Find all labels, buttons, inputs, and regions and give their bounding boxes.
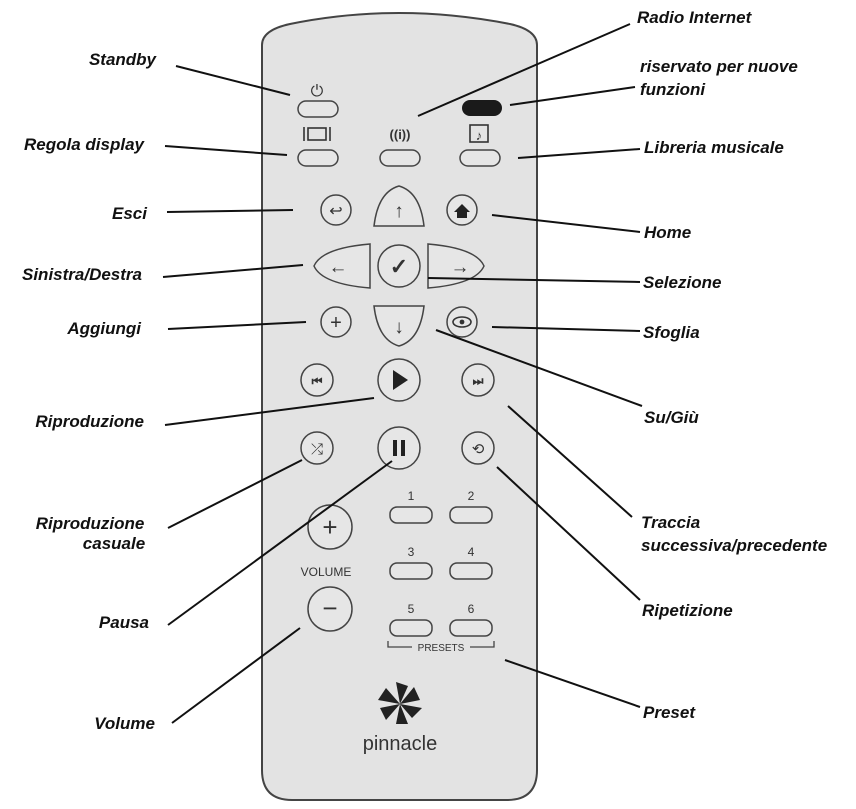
internet-radio-button[interactable]: ((i)) bbox=[379, 127, 421, 167]
add-button[interactable]: + bbox=[320, 306, 352, 338]
shuffle-button[interactable]: ⤮ bbox=[300, 431, 334, 465]
display-icon bbox=[303, 127, 331, 141]
label-riservato: riservato per nuove funzioni bbox=[640, 57, 798, 100]
plus-icon: + bbox=[322, 512, 337, 542]
callout-lines bbox=[162, 23, 643, 724]
reserved-button[interactable] bbox=[462, 100, 502, 116]
label-riproduzione: Riproduzione bbox=[35, 412, 144, 431]
home-button[interactable] bbox=[446, 194, 478, 226]
label-riproduzione-casuale-line2: casuale bbox=[82, 534, 146, 553]
right-button[interactable]: → bbox=[427, 243, 485, 289]
pause-button[interactable] bbox=[377, 426, 421, 470]
back-arrow-icon: ↩ bbox=[329, 203, 342, 220]
internet-radio-icon: ((i)) bbox=[390, 127, 411, 142]
plus-icon: + bbox=[330, 312, 342, 334]
label-riproduzione-casuale: Riproduzione casuale bbox=[20, 514, 160, 554]
preset-button-6[interactable]: 6 bbox=[449, 602, 493, 637]
music-library-button[interactable]: ♪ bbox=[459, 124, 501, 167]
volume-text: VOLUME bbox=[301, 565, 352, 579]
repeat-button[interactable]: ⟲ bbox=[461, 431, 495, 465]
label-traccia-line2: successiva/precedente bbox=[641, 536, 828, 555]
preset-number: 3 bbox=[408, 545, 415, 559]
label-volume: Volume bbox=[94, 714, 155, 733]
play-button[interactable] bbox=[377, 358, 421, 402]
play-icon bbox=[393, 370, 408, 390]
left-arrow-icon: ← bbox=[329, 257, 348, 278]
preset-number: 4 bbox=[468, 545, 475, 559]
preset-number: 6 bbox=[468, 602, 475, 616]
music-note-icon: ♪ bbox=[469, 124, 489, 143]
preset-button-1[interactable]: 1 bbox=[389, 489, 433, 524]
label-esci: Esci bbox=[112, 204, 147, 223]
label-preset: Preset bbox=[643, 703, 695, 722]
power-icon: ⏻ bbox=[311, 83, 324, 100]
label-riservato-line1: riservato per nuove bbox=[640, 57, 798, 76]
browse-button[interactable] bbox=[446, 306, 478, 338]
brand-name: pinnacle bbox=[363, 733, 438, 755]
presets-text: PRESETS bbox=[418, 643, 465, 654]
back-button[interactable]: ↩ bbox=[320, 194, 352, 226]
preset-number: 2 bbox=[468, 489, 475, 503]
label-aggiungi: Aggiungi bbox=[67, 319, 141, 338]
select-button[interactable]: ✓ bbox=[377, 244, 421, 288]
left-button[interactable]: ← bbox=[313, 243, 371, 289]
label-standby: Standby bbox=[88, 50, 156, 69]
label-su-giu: Su/Giù bbox=[644, 408, 699, 427]
label-sinistra-destra: Sinistra/Destra bbox=[22, 265, 142, 284]
label-riproduzione-casuale-line1: Riproduzione bbox=[35, 514, 145, 533]
down-button[interactable]: ↓ bbox=[373, 305, 425, 347]
label-selezione: Selezione bbox=[643, 273, 722, 292]
preset-button-4[interactable]: 4 bbox=[449, 545, 493, 580]
eye-icon bbox=[452, 316, 472, 328]
preset-button-5[interactable]: 5 bbox=[389, 602, 433, 637]
preset-button-3[interactable]: 3 bbox=[389, 545, 433, 580]
volume-up-button[interactable]: + bbox=[307, 504, 353, 550]
standby-button[interactable]: ⏻ bbox=[297, 83, 339, 118]
volume-down-button[interactable]: − bbox=[307, 586, 353, 632]
next-track-button[interactable]: ⏭ bbox=[461, 363, 495, 397]
label-home: Home bbox=[644, 223, 692, 242]
skip-back-icon: ⏮ bbox=[312, 374, 323, 388]
pinnacle-logo bbox=[378, 682, 422, 724]
pause-icon bbox=[393, 440, 405, 456]
display-button[interactable] bbox=[297, 127, 339, 167]
label-riservato-line2: funzioni bbox=[640, 80, 706, 99]
label-radio-internet: Radio Internet bbox=[637, 8, 752, 27]
repeat-icon: ⟲ bbox=[472, 441, 485, 458]
shuffle-icon: ⤮ bbox=[311, 441, 323, 458]
minus-icon: − bbox=[322, 593, 337, 623]
label-ripetizione: Ripetizione bbox=[642, 601, 733, 620]
preset-number: 1 bbox=[408, 489, 415, 503]
label-sfoglia: Sfoglia bbox=[643, 323, 700, 342]
label-traccia: Traccia successiva/precedente bbox=[641, 513, 827, 556]
right-arrow-icon: → bbox=[451, 257, 470, 278]
down-arrow-icon: ↓ bbox=[394, 317, 404, 338]
label-traccia-line1: Traccia bbox=[641, 513, 701, 532]
label-regola-display: Regola display bbox=[24, 135, 144, 154]
preset-button-2[interactable]: 2 bbox=[449, 489, 493, 524]
home-icon bbox=[454, 204, 470, 218]
check-icon: ✓ bbox=[390, 254, 408, 279]
up-arrow-icon: ↑ bbox=[394, 201, 404, 222]
presets-bracket: PRESETS bbox=[387, 641, 495, 654]
svg-text:♪: ♪ bbox=[476, 128, 483, 143]
skip-forward-icon: ⏭ bbox=[473, 374, 484, 388]
up-button[interactable]: ↑ bbox=[373, 185, 425, 227]
label-libreria-musicale: Libreria musicale bbox=[644, 138, 784, 157]
preset-number: 5 bbox=[408, 602, 415, 616]
previous-track-button[interactable]: ⏮ bbox=[300, 363, 334, 397]
label-pausa: Pausa bbox=[98, 613, 149, 632]
